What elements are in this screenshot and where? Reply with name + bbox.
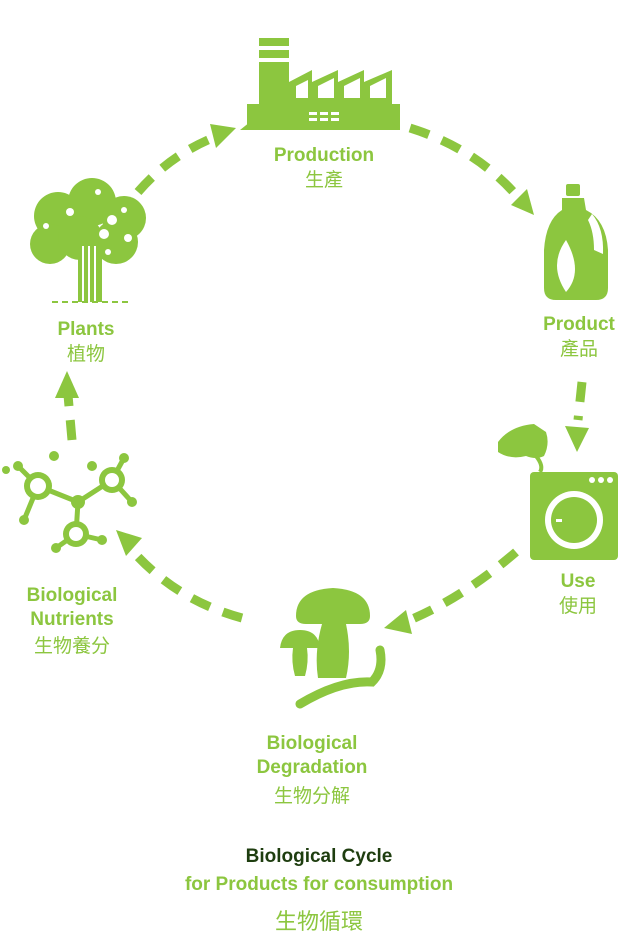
use-label-en: Use xyxy=(560,571,596,592)
arrow-heads xyxy=(55,124,589,634)
arrow-degradation-to-nutrients xyxy=(126,545,244,623)
nutrients-label-en1: Biological xyxy=(26,585,118,606)
nutrients-label-cn: 生物養分 xyxy=(33,635,110,657)
use-label-cn: 使用 xyxy=(558,595,597,617)
product-label-en: Product xyxy=(543,314,615,335)
nutrients-label: Biological Nutrients 生物養分 xyxy=(0,584,144,659)
molecule-icon xyxy=(2,451,137,553)
plants-label: Plants 植物 xyxy=(30,318,142,367)
degradation-label: Biological Degradation 生物分解 xyxy=(236,732,388,809)
degradation-label-en2: Degradation xyxy=(256,757,368,778)
product-label-cn: 產品 xyxy=(559,338,598,360)
production-label-cn: 生產 xyxy=(304,169,343,191)
arrowhead-nutrients xyxy=(116,530,142,556)
arrowhead-plants xyxy=(55,371,79,398)
arrowhead-production xyxy=(210,124,236,148)
washing-machine-icon xyxy=(498,424,618,560)
nutrients-label-en2: Nutrients xyxy=(30,609,114,630)
factory-windows-icon xyxy=(296,78,386,121)
factory-icon xyxy=(240,38,400,130)
arrowhead-product xyxy=(511,189,534,215)
arrow-use-to-degradation xyxy=(403,548,519,627)
cycle-arrows xyxy=(63,123,587,627)
diagram-title: Biological Cycle xyxy=(245,846,393,867)
product-label: Product 產品 xyxy=(520,313,638,362)
tree-icon xyxy=(30,178,146,303)
arrow-plants-to-production xyxy=(134,132,217,195)
arrowhead-degradation xyxy=(384,610,412,634)
arrow-product-to-use xyxy=(573,381,587,421)
mushroom-worm-icon xyxy=(280,588,386,709)
plants-label-en: Plants xyxy=(57,319,115,340)
production-label: Production 生產 xyxy=(244,144,404,193)
arrowhead-use xyxy=(565,426,589,452)
degradation-label-en1: Biological xyxy=(266,733,358,754)
bottle-icon xyxy=(544,184,608,300)
plants-label-cn: 植物 xyxy=(66,343,105,365)
arrow-production-to-product xyxy=(408,123,526,205)
use-label: Use 使用 xyxy=(538,570,618,619)
degradation-label-cn: 生物分解 xyxy=(273,785,350,807)
diagram-subtitle: for Products for consumption xyxy=(184,874,454,895)
production-label-en: Production xyxy=(273,145,375,166)
diagram-title-cn: 生物循環 xyxy=(274,910,363,935)
arrow-nutrients-to-plants xyxy=(63,394,77,441)
